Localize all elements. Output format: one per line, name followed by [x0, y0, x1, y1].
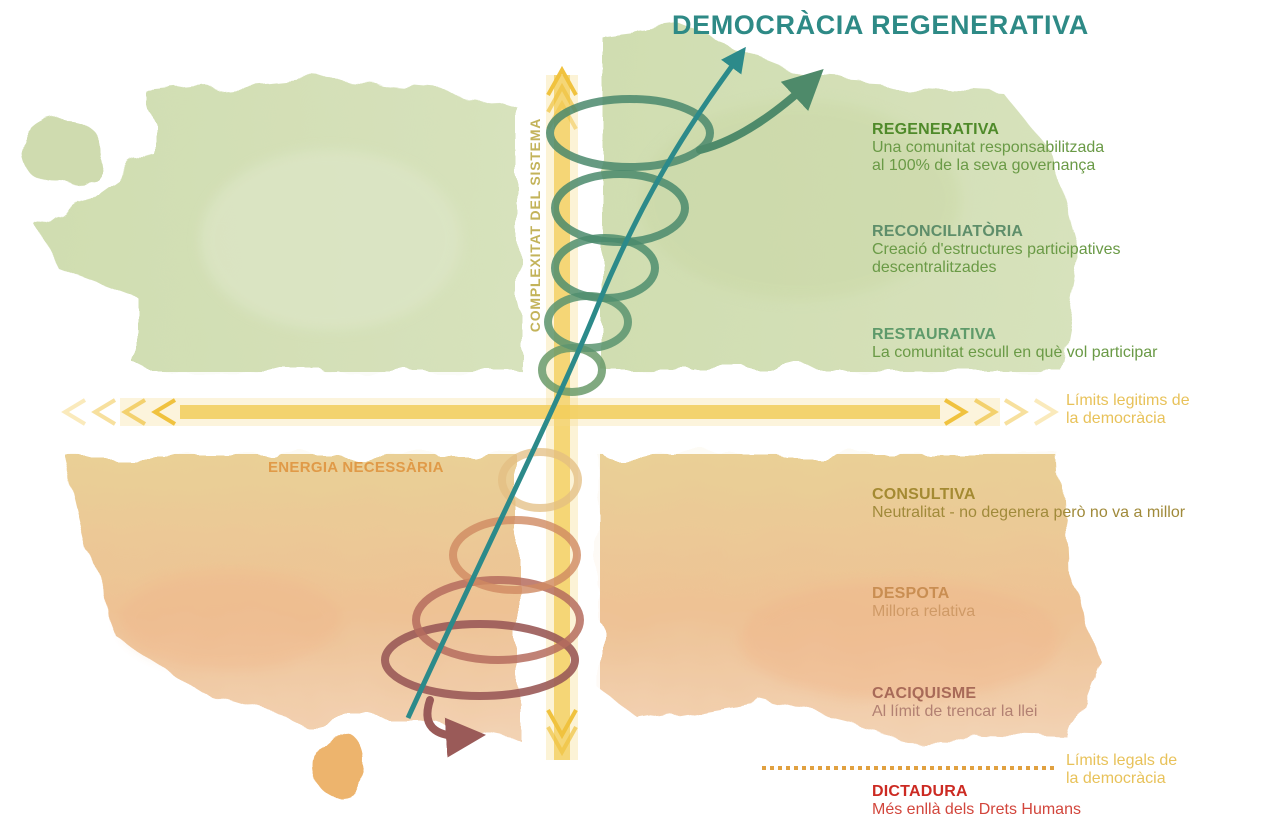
level-description-line1: Creació d'estructures participatives [872, 240, 1121, 258]
level-caciquisme: CACIQUISME Al límit de trencar la llei [872, 685, 1037, 721]
spiral-lower [381, 448, 584, 758]
level-description-line2: descentralitzades [872, 258, 997, 276]
main-title: DEMOCRÀCIA REGENERATIVA [672, 10, 1089, 40]
level-restaurativa: RESTAURATIVA La comunitat escull en què … [872, 326, 1158, 362]
energy-label: ENERGIA NECESSÀRIA [268, 459, 444, 476]
axis-label-vertical-text: COMPLEXITAT DEL SISTEMA [527, 117, 543, 333]
legal-limit-line1: Límits legals de [1066, 752, 1178, 769]
green-watercolor-wash [20, 25, 1080, 370]
level-title: REGENERATIVA [872, 121, 1000, 138]
level-title: CONSULTIVA [872, 486, 976, 503]
level-description-line1: La comunitat escull en què vol participa… [872, 343, 1158, 361]
legitimate-limit-line2: la democràcia [1066, 409, 1166, 427]
legal-limit-line2: la democràcia [1066, 769, 1166, 787]
level-description-line1: Millora relativa [872, 602, 976, 620]
level-title: CACIQUISME [872, 685, 977, 702]
level-dictadura: DICTADURA Més enllà dels Drets Humans [872, 783, 1081, 819]
level-reconciliatoria: RECONCILIATÒRIA Creació d'estructures pa… [872, 223, 1121, 277]
level-description-line1: Més enllà dels Drets Humans [872, 800, 1081, 818]
legitimate-limit-line1: Límits legitims de [1066, 392, 1190, 409]
legitimate-limit-label: Límits legitims de la democràcia [1066, 392, 1190, 427]
level-description-line1: Neutralitat - no degenera però no va a m… [872, 503, 1186, 521]
level-title: DESPOTA [872, 585, 950, 602]
spiral-upper [538, 69, 824, 396]
regeneration-arrow [405, 46, 746, 720]
level-title: RECONCILIATÒRIA [872, 223, 1024, 240]
level-description-line1: Al límit de trencar la llei [872, 702, 1038, 720]
level-title: DICTADURA [872, 783, 968, 800]
level-consultiva: CONSULTIVA Neutralitat - no degenera per… [872, 486, 1185, 522]
orange-watercolor-wash [65, 455, 1100, 797]
level-despota: DESPOTA Millora relativa [872, 585, 975, 621]
legitimate-limit-axis [61, 398, 1059, 426]
level-description-line1: Una comunitat responsabilitzada [872, 138, 1105, 156]
level-title: RESTAURATIVA [872, 326, 997, 343]
level-regenerativa: REGENERATIVA Una comunitat responsabilit… [872, 121, 1104, 175]
level-description-line2: al 100% de la seva governança [872, 156, 1096, 174]
legal-limit-label: Límits legals de la democràcia [1066, 752, 1177, 787]
